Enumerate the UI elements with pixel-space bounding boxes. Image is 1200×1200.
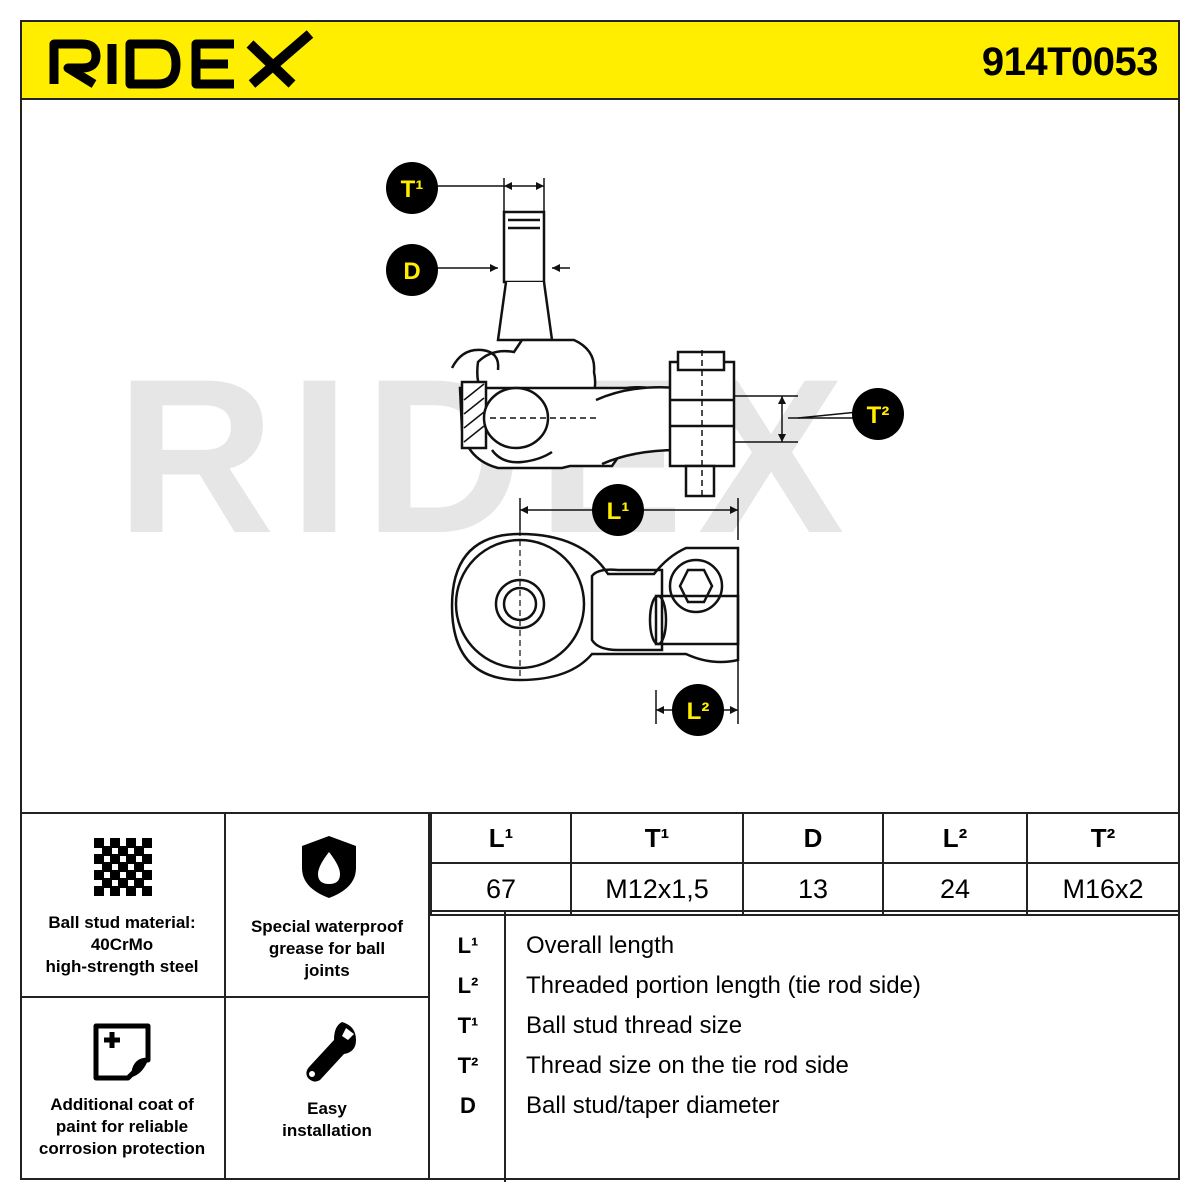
legend-row: T¹ Ball stud thread size: [430, 1006, 1180, 1046]
legend-symbol: T²: [457, 1053, 479, 1078]
feature-waterproof-grease: Special waterproof grease for ball joint…: [226, 812, 430, 996]
svg-text:T¹: T¹: [401, 176, 424, 203]
spec-value-l2: 24: [882, 862, 1028, 916]
feature-text: Ball stud material: 40CrMo high-strength…: [45, 913, 199, 976]
spec-value-d: 13: [742, 862, 884, 916]
legend-description: Ball stud thread size: [526, 1012, 743, 1039]
top-view: [450, 530, 740, 682]
spec-header-l1: L¹: [430, 812, 572, 864]
feature-paint-coat: Additional coat of paint for reliable co…: [20, 996, 226, 1180]
spec-header-t1: T¹: [570, 812, 744, 864]
spec-value-l1: 67: [430, 862, 572, 916]
feature-text: Additional coat of paint for reliable co…: [38, 1095, 206, 1158]
legend-row: L² Threaded portion length (tie rod side…: [430, 966, 1180, 1006]
feature-text: Easy installation: [282, 1099, 372, 1140]
legend-description: Threaded portion length (tie rod side): [526, 972, 921, 999]
legend-description: Ball stud/taper diameter: [526, 1092, 780, 1119]
spec-section: L¹ T¹ D L² T² 67 M12x1,5 13 24 M16x2 L¹ …: [430, 812, 1180, 1182]
legend-row: D Ball stud/taper diameter: [430, 1086, 1180, 1126]
label-t1-badge: T¹: [386, 162, 438, 214]
svg-text:L²: L²: [687, 698, 710, 725]
legend-symbol: L²: [457, 973, 479, 998]
legend-description: Overall length: [526, 932, 675, 959]
label-t2-badge: T²: [852, 388, 904, 440]
spec-value-row: 67 M12x1,5 13 24 M16x2: [430, 862, 1180, 916]
label-d-badge: D: [386, 244, 438, 296]
header-bar: 914T0053: [20, 20, 1180, 100]
ridex-logo: [49, 30, 314, 89]
spec-header-row: L¹ T¹ D L² T²: [430, 812, 1180, 864]
spec-table: L¹ T¹ D L² T² 67 M12x1,5 13 24 M16x2: [430, 812, 1180, 916]
label-l2-badge: L²: [672, 684, 724, 736]
svg-text:L¹: L¹: [607, 498, 630, 525]
legend-symbol: D: [460, 1093, 476, 1118]
label-l1-badge: L¹: [592, 484, 644, 536]
feature-ball-stud-material: Ball stud material: 40CrMo high-strength…: [20, 812, 226, 996]
feature-text: Special waterproof grease for ball joint…: [250, 917, 404, 980]
grid-pattern-icon: [94, 838, 152, 896]
spec-value-t1: M12x1,5: [570, 862, 744, 916]
legend: L¹ Overall length L² Threaded portion le…: [430, 910, 1180, 1182]
svg-text:T²: T²: [867, 402, 890, 429]
technical-drawing: RIDEX: [116, 162, 904, 736]
page-frame: [20, 20, 1180, 1180]
spec-header-d: D: [742, 812, 884, 864]
paint-coat-icon: [93, 1023, 151, 1081]
spec-header-l2: L²: [882, 812, 1028, 864]
svg-text:D: D: [403, 258, 420, 285]
legend-symbol: L¹: [457, 933, 479, 958]
legend-description: Thread size on the tie rod side: [526, 1052, 849, 1079]
legend-row: T² Thread size on the tie rod side: [430, 1046, 1180, 1086]
waterproof-shield-icon: [302, 836, 356, 898]
part-number: 914T0053: [981, 40, 1159, 84]
spec-value-t2: M16x2: [1026, 862, 1180, 916]
spec-header-t2: T²: [1026, 812, 1180, 864]
wrench-icon: [306, 1022, 356, 1082]
side-view: [450, 210, 736, 498]
bottom-panel: Ball stud material: 40CrMo high-strength…: [20, 812, 1180, 1182]
legend-row: L¹ Overall length: [430, 926, 1180, 966]
feature-easy-installation: Easy installation: [226, 996, 430, 1180]
legend-symbol: T¹: [457, 1013, 479, 1038]
